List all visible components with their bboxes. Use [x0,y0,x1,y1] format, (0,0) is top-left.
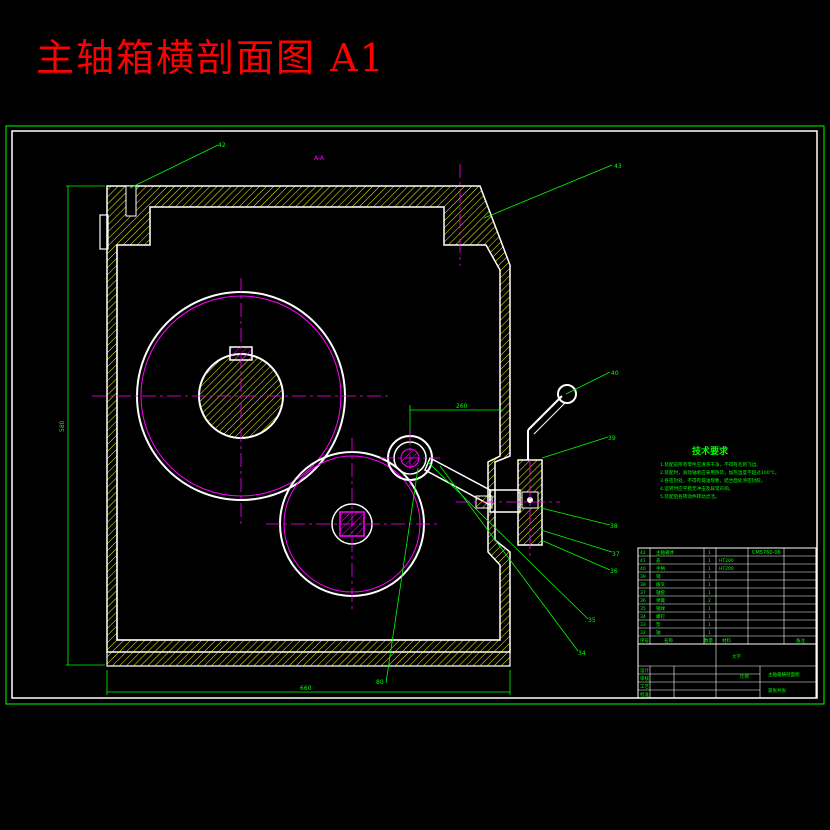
part-name: 拨叉 [656,581,665,588]
dimension-width: 660 [300,685,312,692]
part-qty: 1 [708,606,711,612]
part-no: 35 [640,606,646,612]
part-no: 38 [640,582,646,588]
part-name: 钢球 [656,605,665,612]
housing-inner-outline [116,245,500,641]
part-name: 手柄 [656,565,665,572]
part-qty: 1 [708,582,711,588]
part-qty: 1 [708,574,711,580]
title-process: 工艺 [640,684,649,690]
title-approver: 批准 [640,691,649,698]
callout-34: 34 [578,650,586,657]
title-company: 大学 [732,653,741,660]
callout-39: 39 [608,435,616,442]
section-label: A-A [314,155,325,162]
callout-37: 37 [612,551,620,558]
part-no: 42 [640,550,646,556]
tech-heading: 技术要求 [692,445,729,457]
callout-38: 38 [610,523,618,530]
part-qty: 1 [708,630,711,636]
shift-shaft [387,435,491,507]
header-name: 名称 [664,637,673,644]
dimension-height: 580 [59,420,66,432]
part-qty: 1 [708,614,711,620]
title-scale: 比例 [740,673,749,680]
callout-36: 36 [610,568,618,575]
callout-35: 35 [588,617,596,624]
bolt-hole [125,185,137,217]
part-name: 销 [656,573,661,580]
handle-knob [557,384,577,404]
part-name: 轴套 [656,589,665,596]
housing [99,185,511,667]
leader-lines [129,144,613,684]
parts-table: CM5760-06 42 主轴箱体 1 41 盖 1 HT200 40 手柄 1… [637,547,817,645]
title-designer: 设计 [640,667,649,674]
title-block: 大学 主轴箱横剖面图 比例 第张共张 设计 审核 工艺 批准 [637,643,817,699]
tech-item: 4.运转时应平稳无冲击及异常声响。 [660,485,733,492]
tech-requirements: 技术要求 1.装配前所有零件应清洗干净，不得有毛刺飞边。 2.装配时，滚动轴承应… [660,445,779,500]
part-qty: 1 [708,558,711,564]
part-name: 弹簧 [656,597,665,604]
dimension-bottom: 80 [376,679,384,686]
part-qty: 1 [708,550,711,556]
header-note: 备注 [796,637,805,644]
part-qty: 2 [708,598,711,604]
part-name: 轴 [656,629,661,636]
part-no: 33 [640,622,646,628]
title-sheet: 第张共张 [768,687,786,694]
part-material: HT200 [719,558,734,564]
part-no: 36 [640,598,646,604]
outer-frame [5,125,825,705]
title-checker: 审核 [640,675,649,682]
title-drawing-name: 主轴箱横剖面图 [768,671,800,678]
page-title: 主轴箱横剖面图 A1 [36,36,386,80]
part-qty: 1 [708,566,711,572]
part-no: 34 [640,614,646,620]
part-name: 垫 [656,621,661,628]
dimension-lines [66,185,511,695]
drawing-number: CM5760-06 [752,550,781,556]
housing-lug [99,214,109,250]
tech-item: 5.装配后各转动件转动灵活。 [660,493,720,500]
callout-43: 43 [614,163,622,170]
part-material: HT200 [719,566,734,572]
part-no: 37 [640,590,646,596]
tech-item: 3.各密封处，不得有漏油现象，结合面处涂密封胶。 [660,477,765,484]
part-qty: 1 [708,590,711,596]
header-no: 序号 [640,637,649,644]
inner-frame [11,130,818,699]
part-no: 40 [640,566,646,572]
header-qty: 数量 [704,637,713,644]
part-qty: 1 [708,622,711,628]
header-material: 材料 [722,637,731,644]
center-lines [92,164,560,610]
part-name: 主轴箱体 [656,549,674,556]
tech-item: 2.装配时，滚动轴承应采用热装，加热温度不超过100℃。 [660,469,779,476]
part-name: 盖 [656,557,661,564]
part-no: 39 [640,574,646,580]
part-no: 32 [640,630,646,636]
part-no: 41 [640,558,646,564]
dimension-offset: 260 [456,403,468,410]
tech-item: 1.装配前所有零件应清洗干净，不得有毛刺飞边。 [660,461,761,468]
part-name: 螺钉 [656,613,665,620]
callout-42: 42 [218,142,226,149]
housing-foot [106,652,511,667]
callout-40: 40 [611,370,619,377]
